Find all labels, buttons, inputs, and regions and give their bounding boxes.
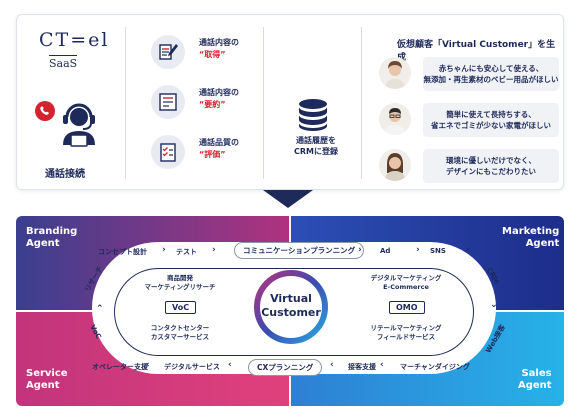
branding-agent-line1: Branding: [26, 226, 78, 237]
concept-design-label: コンセプト設計: [98, 248, 147, 256]
chevron-down-icon: ⌄: [490, 300, 498, 310]
crm-line1: 通話履歴を: [296, 136, 336, 145]
step-capture: 通話内容の “取得”: [151, 35, 271, 71]
digital-service-label: デジタルサービス: [164, 363, 220, 371]
step-summarize-line2: “要約”: [199, 100, 226, 109]
call-flow-card: CT=el SaaS 通話接続 通話内容の “取得” 通話内容の: [16, 14, 564, 190]
chevron-left-icon: ‹: [380, 360, 384, 370]
step-capture-line2: “取得”: [199, 50, 226, 59]
communication-planning-pill: コミュニケーションプランニング: [234, 242, 365, 259]
step-evaluate-text: 通話品質の “評価”: [199, 137, 239, 161]
operator-headset-icon: [57, 95, 101, 147]
marketing-agent-line2: Agent: [525, 238, 560, 249]
chevron-up-icon: ⌃: [96, 304, 104, 314]
logo-sub-text: SaaS: [49, 55, 78, 70]
ctel-saas-logo: CT=el SaaS: [39, 29, 107, 75]
marketing-agent-line1: Marketing: [502, 226, 560, 237]
persona-2: 簡単に使えて長持ちする、 省エネでゴミが少ない家電がほしい: [379, 103, 559, 141]
persona-3-line2: デザインにもこだわりたい: [446, 167, 536, 176]
persona-1-line1: 赤ちゃんにも安心して使える、: [438, 64, 544, 73]
step-summarize-text: 通話内容の “要約”: [199, 87, 239, 111]
summary-document-icon: [151, 85, 185, 119]
down-arrow-icon: [263, 190, 313, 208]
retail-marketing-text: リテールマーケティング フィールドサービス: [354, 324, 458, 342]
persona-3-bubble: 環境に優しいだけでなく、 デザインにもこだわりたい: [423, 149, 559, 183]
persona-2-line2: 省エネでゴミが少ない家電がほしい: [431, 121, 551, 130]
checklist-icon: [151, 135, 185, 169]
branding-agent-label: Branding Agent: [26, 226, 77, 250]
digital-marketing-text: デジタルマーケティング E-Commerce: [354, 274, 458, 292]
test-label: テスト: [176, 248, 197, 256]
step-evaluate: 通話品質の “評価”: [151, 135, 271, 171]
avatar: [379, 149, 411, 181]
chevron-right-icon: ›: [162, 245, 166, 255]
chevron-left-icon: ‹: [330, 360, 334, 370]
service-agent-label: Service Agent: [26, 368, 68, 392]
contact-center-text: コンタクトセンター カスタマーサービス: [128, 324, 232, 342]
product-dev-text: 商品開発 マーケティングリサーチ: [128, 274, 232, 292]
chevron-left-icon: ‹: [146, 360, 150, 370]
divider: [125, 27, 126, 179]
service-agent-line1: Service: [26, 368, 68, 379]
retail-marketing-line1: リテールマーケティング: [370, 324, 442, 332]
sales-agent-label: Sales Agent: [518, 368, 552, 392]
chevron-right-icon: ›: [358, 245, 362, 255]
chevron-right-icon: ›: [466, 245, 470, 255]
logo-main-text: CT=el: [39, 29, 110, 51]
persona-2-line1: 簡単に使えて長持ちする、: [446, 110, 536, 119]
product-dev-line1: 商品開発: [167, 274, 193, 282]
virtual-customer-line1: Virtual: [270, 292, 312, 305]
chevron-left-icon: ‹: [228, 360, 232, 370]
crm-register-text: 通話履歴を CRMに登録: [283, 135, 349, 157]
persona-1: 赤ちゃんにも安心して使える、 無添加・再生素材のベビー用品がほしい: [379, 57, 559, 95]
virtual-customer-label: Virtual Customer: [252, 292, 330, 320]
step-capture-line1: 通話内容の: [199, 38, 239, 47]
divider: [361, 27, 362, 179]
virtual-customer-line2: Customer: [261, 306, 321, 319]
virtual-customer-ring: [254, 270, 328, 344]
sales-agent-line1: Sales: [521, 368, 552, 379]
product-dev-line2: マーケティングリサーチ: [144, 283, 216, 291]
merchandising-label: マーチャンダイジング: [400, 363, 470, 371]
step-summarize: 通話内容の “要約”: [151, 85, 271, 121]
divider: [263, 27, 264, 179]
omo-box: OMO: [389, 301, 425, 314]
avatar: [379, 57, 411, 89]
persona-1-bubble: 赤ちゃんにも安心して使える、 無添加・再生素材のベビー用品がほしい: [423, 57, 559, 91]
persona-1-line2: 無添加・再生素材のベビー用品がほしい: [423, 75, 559, 84]
marketing-agent-label: Marketing Agent: [502, 226, 559, 250]
customer-service-support-label: 接客支援: [348, 363, 376, 371]
avatar: [379, 103, 411, 135]
operator-support-label: オペレーター支援: [92, 363, 148, 371]
retail-marketing-line2: フィールドサービス: [376, 333, 436, 341]
step-evaluate-line1: 通話品質の: [199, 138, 239, 147]
call-connect-label: 通話接続: [45, 169, 85, 180]
service-agent-line2: Agent: [26, 380, 60, 391]
phone-icon: [35, 101, 55, 121]
agent-loop-diagram: Branding Agent Marketing Agent Service A…: [16, 216, 564, 406]
step-evaluate-line2: “評価”: [199, 150, 226, 159]
step-summarize-line1: 通話内容の: [199, 88, 239, 97]
contact-center-line1: コンタクトセンター: [150, 324, 210, 332]
voc-box: VoC: [165, 301, 197, 314]
cx-planning-pill: CXプランニング: [248, 359, 323, 376]
chevron-right-icon: ›: [212, 245, 216, 255]
persona-3-line1: 環境に優しいだけでなく、: [446, 156, 536, 165]
sales-agent-line2: Agent: [518, 380, 552, 391]
contact-center-line2: カスタマーサービス: [150, 333, 210, 341]
digital-marketing-line2: E-Commerce: [383, 283, 429, 291]
database-icon: [296, 97, 330, 131]
persona-2-bubble: 簡単に使えて長持ちする、 省エネでゴミが少ない家電がほしい: [423, 103, 559, 137]
sns-label: SNS: [430, 247, 446, 255]
branding-agent-line2: Agent: [26, 238, 60, 249]
ad-label: Ad: [380, 247, 391, 255]
chevron-right-icon: ›: [416, 245, 420, 255]
inner-loop: [114, 268, 474, 356]
persona-3: 環境に優しいだけでなく、 デザインにもこだわりたい: [379, 149, 559, 187]
crm-line2: CRMに登録: [294, 147, 338, 156]
document-pen-icon: [151, 35, 185, 69]
digital-marketing-line1: デジタルマーケティング: [370, 274, 442, 282]
step-capture-text: 通話内容の “取得”: [199, 37, 239, 61]
